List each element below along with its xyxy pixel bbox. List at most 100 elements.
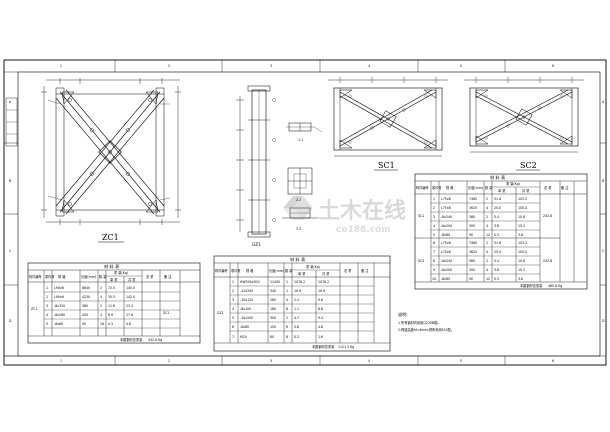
svg-text:90: 90	[82, 322, 86, 326]
svg-text:9.4: 9.4	[318, 316, 323, 320]
svg-text:-12x340: -12x340	[240, 289, 253, 293]
svg-text:L75x6: L75x6	[441, 241, 451, 245]
svg-text:300: 300	[469, 224, 475, 228]
table-row: 1 HW300x300 11400 1 1076.2 1076.2	[232, 280, 329, 284]
svg-text:90: 90	[469, 277, 473, 281]
svg-text:6: 6	[433, 241, 435, 245]
svg-text:27.6: 27.6	[126, 313, 133, 317]
drawing-frame	[3, 59, 607, 366]
svg-text:5: 5	[232, 316, 234, 320]
svg-text:300: 300	[270, 316, 276, 320]
svg-text:10.9: 10.9	[318, 289, 325, 293]
material-table-sc-text: 材 料 表 构件编号 零件号 规 格 长度(mm) 数 量 重 量(Kg) 单 …	[416, 174, 569, 288]
svg-text:340: 340	[270, 289, 276, 293]
svg-text:0.3: 0.3	[494, 233, 499, 237]
svg-text:145.0: 145.0	[126, 286, 135, 290]
svg-text:420: 420	[82, 313, 88, 317]
col-header-part: 零件号	[45, 274, 55, 279]
svg-text:0.8: 0.8	[294, 325, 299, 329]
svg-text:4: 4	[486, 250, 488, 254]
svg-text:-8x240: -8x240	[441, 259, 452, 263]
table-row: 6 -8x80 150 6 0.8 4.8	[232, 325, 323, 329]
col-header-weight: 重 量(Kg)	[114, 270, 128, 275]
svg-text:L75x6: L75x6	[441, 206, 451, 210]
svg-text:260: 260	[270, 298, 276, 302]
svg-text:51.6: 51.6	[494, 197, 501, 201]
svg-text:1: 1	[286, 280, 288, 284]
svg-text:3620: 3620	[469, 206, 477, 210]
col-header-spec: 规 格	[446, 185, 454, 190]
col-header-length: 长度(mm)	[468, 185, 483, 190]
table-row: 4 -8x100 180 8 1.1 8.8	[232, 307, 323, 311]
col-header-spec: 规 格	[58, 274, 66, 279]
svg-text:10: 10	[432, 277, 436, 281]
svg-text:6: 6	[286, 325, 288, 329]
svg-text:-8x100: -8x100	[240, 307, 251, 311]
col-header-component: 构件编号	[416, 185, 429, 190]
sc1-label: SC1	[378, 161, 395, 170]
svg-text:4: 4	[232, 307, 234, 311]
svg-text:HW300x300: HW300x300	[240, 280, 260, 284]
notes-block: 说明: 1.所有钢材均采用Q235B钢。 2.焊缝高度hf=6mm,焊条采用E4…	[398, 311, 454, 332]
material-table-gz1	[213, 255, 391, 352]
svg-text:180: 180	[270, 307, 276, 311]
watermark: 土木在线 co188.com	[283, 196, 406, 235]
table-row: 5 -8x60 90 16 0.3 4.8	[46, 322, 131, 326]
table-title: 材 料 表	[290, 256, 306, 263]
svg-text:2: 2	[486, 259, 488, 263]
svg-text:1.1: 1.1	[294, 307, 299, 311]
col-label: 4	[368, 359, 370, 363]
subtotal: 232.8	[543, 259, 552, 263]
svg-text:150: 150	[270, 325, 276, 329]
sc2-label: SC2	[520, 161, 537, 170]
section-2-2-drawing	[287, 167, 313, 195]
col-header-single: 单 重	[298, 271, 306, 276]
svg-text:300: 300	[469, 268, 475, 272]
table-row: 6 L75x6 7460 2 51.6 103.2	[433, 241, 527, 245]
svg-text:4.8: 4.8	[126, 322, 131, 326]
svg-text:3.8: 3.8	[494, 268, 499, 272]
table-row: 2 L90x6 4230 4 35.5 142.0	[46, 295, 135, 299]
svg-text:L90x6: L90x6	[54, 286, 64, 290]
svg-text:9.6: 9.6	[318, 298, 323, 302]
column-label: GZ1	[252, 242, 261, 247]
table-row: 3 -8x320 580 2 11.6 23.2	[46, 304, 133, 308]
col-header-weight: 重 量(Kg)	[506, 181, 520, 186]
row-label: B	[602, 179, 604, 183]
svg-text:25.0: 25.0	[494, 206, 501, 210]
table-row: 5 -8x60 90 12 0.3 3.6	[433, 233, 523, 237]
svg-text:580: 580	[82, 304, 88, 308]
svg-text:5.4: 5.4	[494, 215, 499, 219]
svg-text:4: 4	[286, 298, 288, 302]
svg-text:L75x6: L75x6	[441, 250, 451, 254]
notes-title: 说明:	[398, 311, 408, 318]
svg-text:-8x60: -8x60	[441, 233, 450, 237]
table-row: 3 -8x240 360 2 5.4 10.8	[433, 215, 525, 219]
col-header-length: 长度(mm)	[81, 274, 96, 279]
svg-text:5: 5	[46, 322, 48, 326]
svg-text:L75x6: L75x6	[441, 197, 451, 201]
svg-text:10.8: 10.8	[518, 259, 525, 263]
watermark-logo-icon	[283, 196, 313, 220]
svg-text:7: 7	[232, 335, 234, 339]
svg-text:11.6: 11.6	[108, 304, 115, 308]
table-row: 3 -10x120 260 4 2.4 9.6	[232, 298, 323, 302]
svg-text:-8x200: -8x200	[441, 224, 452, 228]
column-drawing	[236, 85, 276, 238]
col-label: 1	[60, 64, 62, 68]
col-header-single: 单 重	[498, 188, 506, 193]
svg-text:142.0: 142.0	[126, 295, 135, 299]
svg-text:1: 1	[286, 289, 288, 293]
zc1-bracing-drawing	[41, 78, 181, 225]
svg-text:3.6: 3.6	[518, 277, 523, 281]
svg-text:3.6: 3.6	[518, 233, 523, 237]
svg-text:1: 1	[232, 280, 234, 284]
svg-text:4: 4	[433, 224, 435, 228]
svg-text:2: 2	[486, 241, 488, 245]
col-header-part: 零件号	[432, 185, 442, 190]
row-label: C	[602, 249, 605, 253]
table-row: 2 L75x6 3620 4 25.0 100.0	[433, 206, 527, 210]
sc2-bracing-drawing	[464, 77, 584, 153]
svg-text:-10x120: -10x120	[240, 298, 253, 302]
